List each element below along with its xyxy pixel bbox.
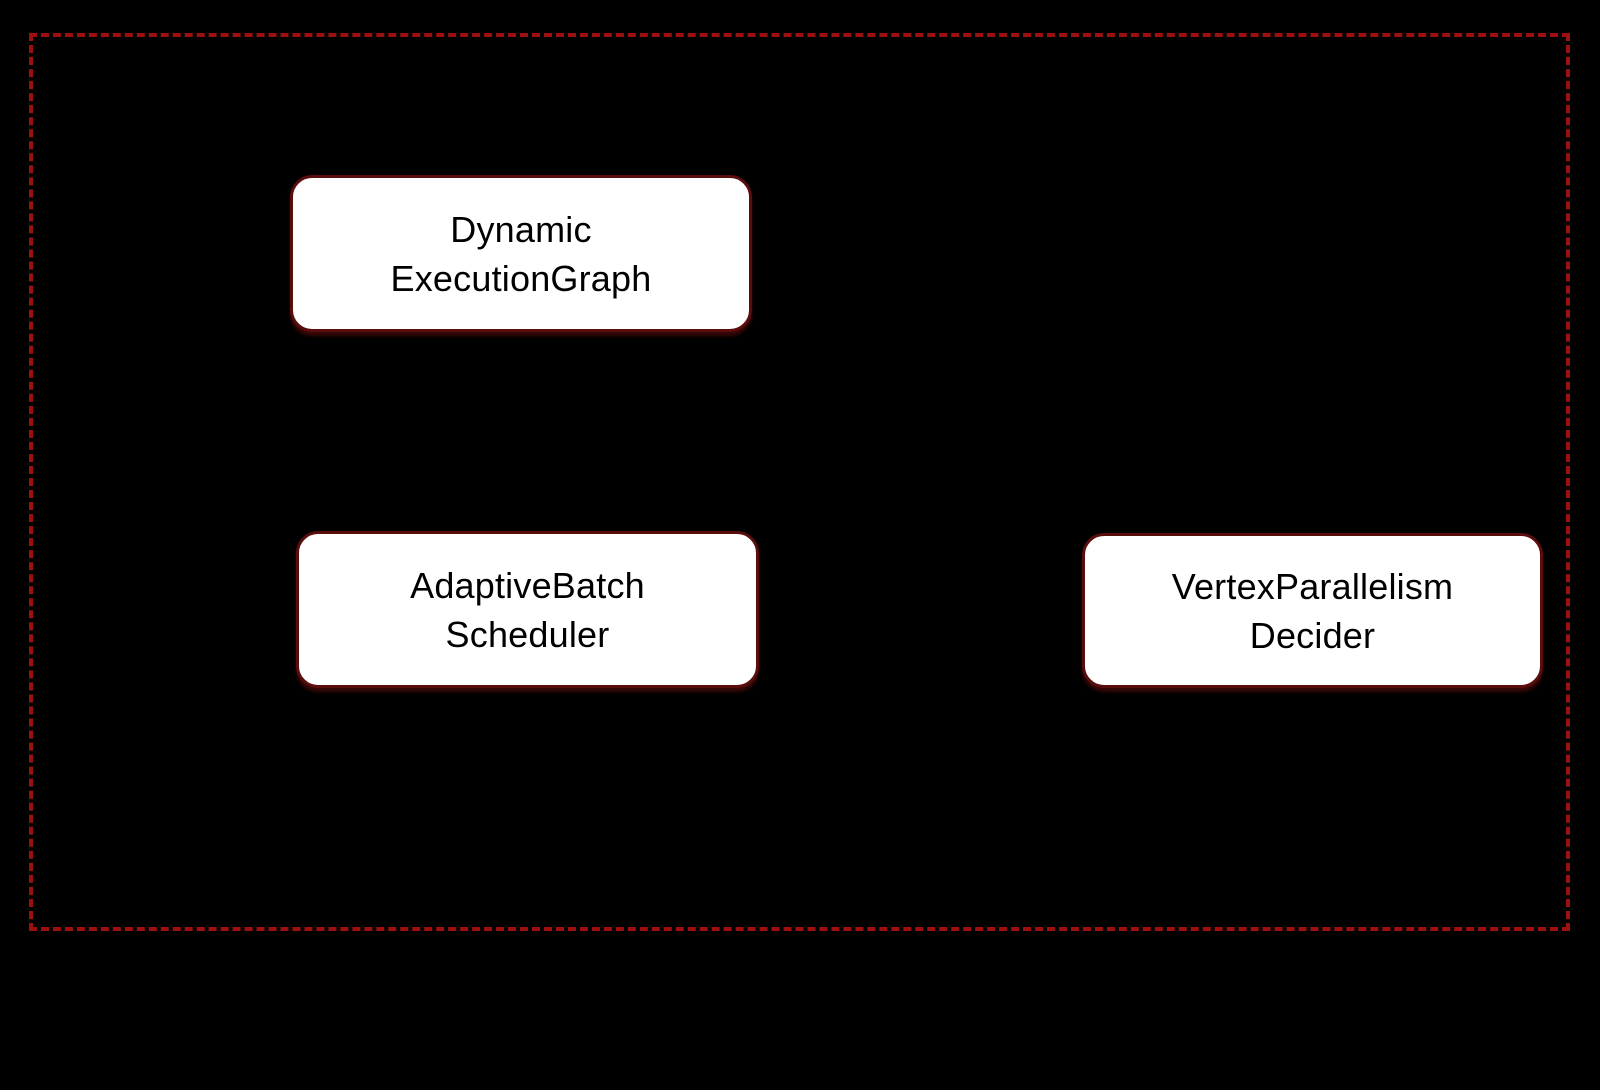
node-adaptive-batch-scheduler: AdaptiveBatch Scheduler <box>296 531 759 688</box>
node-label-line: AdaptiveBatch <box>410 564 645 606</box>
node-label-line: VertexParallelism <box>1171 565 1454 607</box>
node-label-line: Dynamic <box>450 208 592 250</box>
node-dynamic-execution-graph: Dynamic ExecutionGraph <box>290 175 752 332</box>
node-label-line: Scheduler <box>445 613 610 655</box>
node-vertex-parallelism-decider: VertexParallelism Decider <box>1082 533 1543 688</box>
node-label-line: ExecutionGraph <box>390 257 652 299</box>
dashed-boundary-rect <box>29 33 1570 931</box>
node-label-line: Decider <box>1249 614 1376 656</box>
